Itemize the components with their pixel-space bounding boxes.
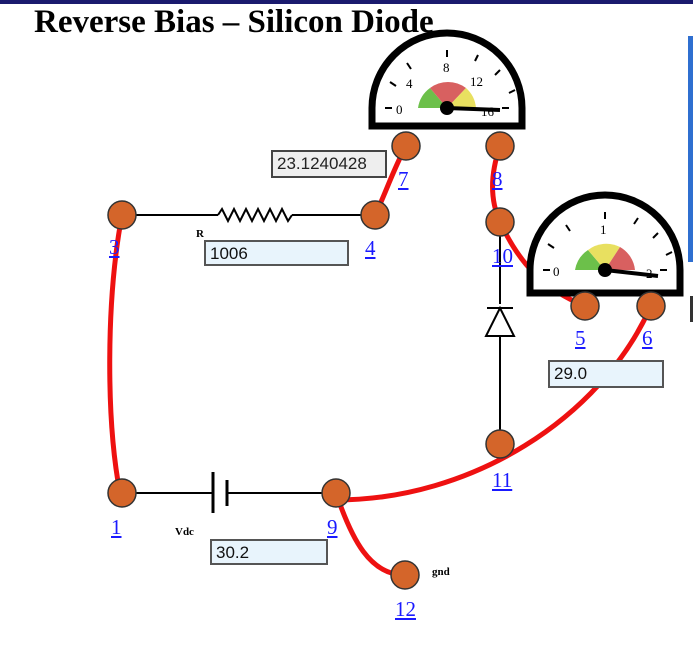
page-title: Reverse Bias – Silicon Diode [34,4,434,40]
node-6 [636,291,666,321]
node-12 [390,560,420,590]
left-meter-red-zone [430,82,466,108]
node-label-12[interactable]: 12 [395,597,416,621]
node-9 [321,478,351,508]
right-meter-yellow-zone [588,243,620,270]
left-meter-tick-0: 0 [396,102,403,117]
right-meter-tick-1: 1 [600,222,607,237]
left-meter-green-zone [418,88,447,108]
node-label-11[interactable]: 11 [492,468,513,492]
side-panel-edge [688,36,693,262]
side-panel-edge-lower [690,296,693,322]
top-border [0,0,693,4]
left-meter-needle [446,106,501,112]
node-label-3[interactable]: 3 [109,235,120,259]
wire-6-9 [333,303,654,503]
left-meter-readout: 23.1240428 [271,150,387,178]
diode-triangle [484,305,516,337]
right-meter: 0 1 2 [526,191,684,297]
node-5 [570,291,600,321]
battery-tag: Vdc [175,526,194,538]
ground-tag: gnd [432,566,450,578]
nodes [107,131,666,590]
right-meter-pivot [598,263,612,277]
resistor-symbol [217,206,293,224]
right-meter-readout: 29.0 [548,360,664,388]
node-label-6[interactable]: 6 [642,326,653,350]
left-meter-tick-4: 4 [406,76,413,91]
node-label-10[interactable]: 10 [492,244,513,268]
node-3 [107,200,137,230]
resistance-input[interactable]: 1006 [204,240,349,266]
node-label-8[interactable]: 8 [492,167,503,191]
left-meter-body [368,29,526,130]
node-8 [485,131,515,161]
node-label-7[interactable]: 7 [398,167,409,191]
node-label-4[interactable]: 4 [365,236,376,260]
right-meter-ticks [543,212,673,271]
right-meter-tick-0: 0 [553,264,560,279]
left-meter-pivot [440,101,454,115]
node-label-1[interactable]: 1 [111,515,122,539]
node-label-9[interactable]: 9 [327,515,338,539]
left-meter: 0 4 8 12 16 [368,29,526,130]
right-meter-red-zone [605,247,635,270]
node-11 [485,429,515,459]
left-meter-tick-8: 8 [443,60,450,75]
node-7 [391,131,421,161]
right-meter-green-zone [575,250,605,270]
left-meter-ticks [385,50,516,109]
node-4 [360,200,390,230]
node-1 [107,478,137,508]
node-10 [485,207,515,237]
node-label-5[interactable]: 5 [575,326,586,350]
wire-3-1 [107,212,125,496]
resistor-tag: R [196,228,204,240]
right-meter-needle [604,268,659,278]
wire-9-12 [333,490,408,578]
left-meter-tick-12: 12 [470,74,483,89]
voltage-input[interactable]: 30.2 [210,539,328,565]
left-meter-yellow-zone [447,88,476,108]
